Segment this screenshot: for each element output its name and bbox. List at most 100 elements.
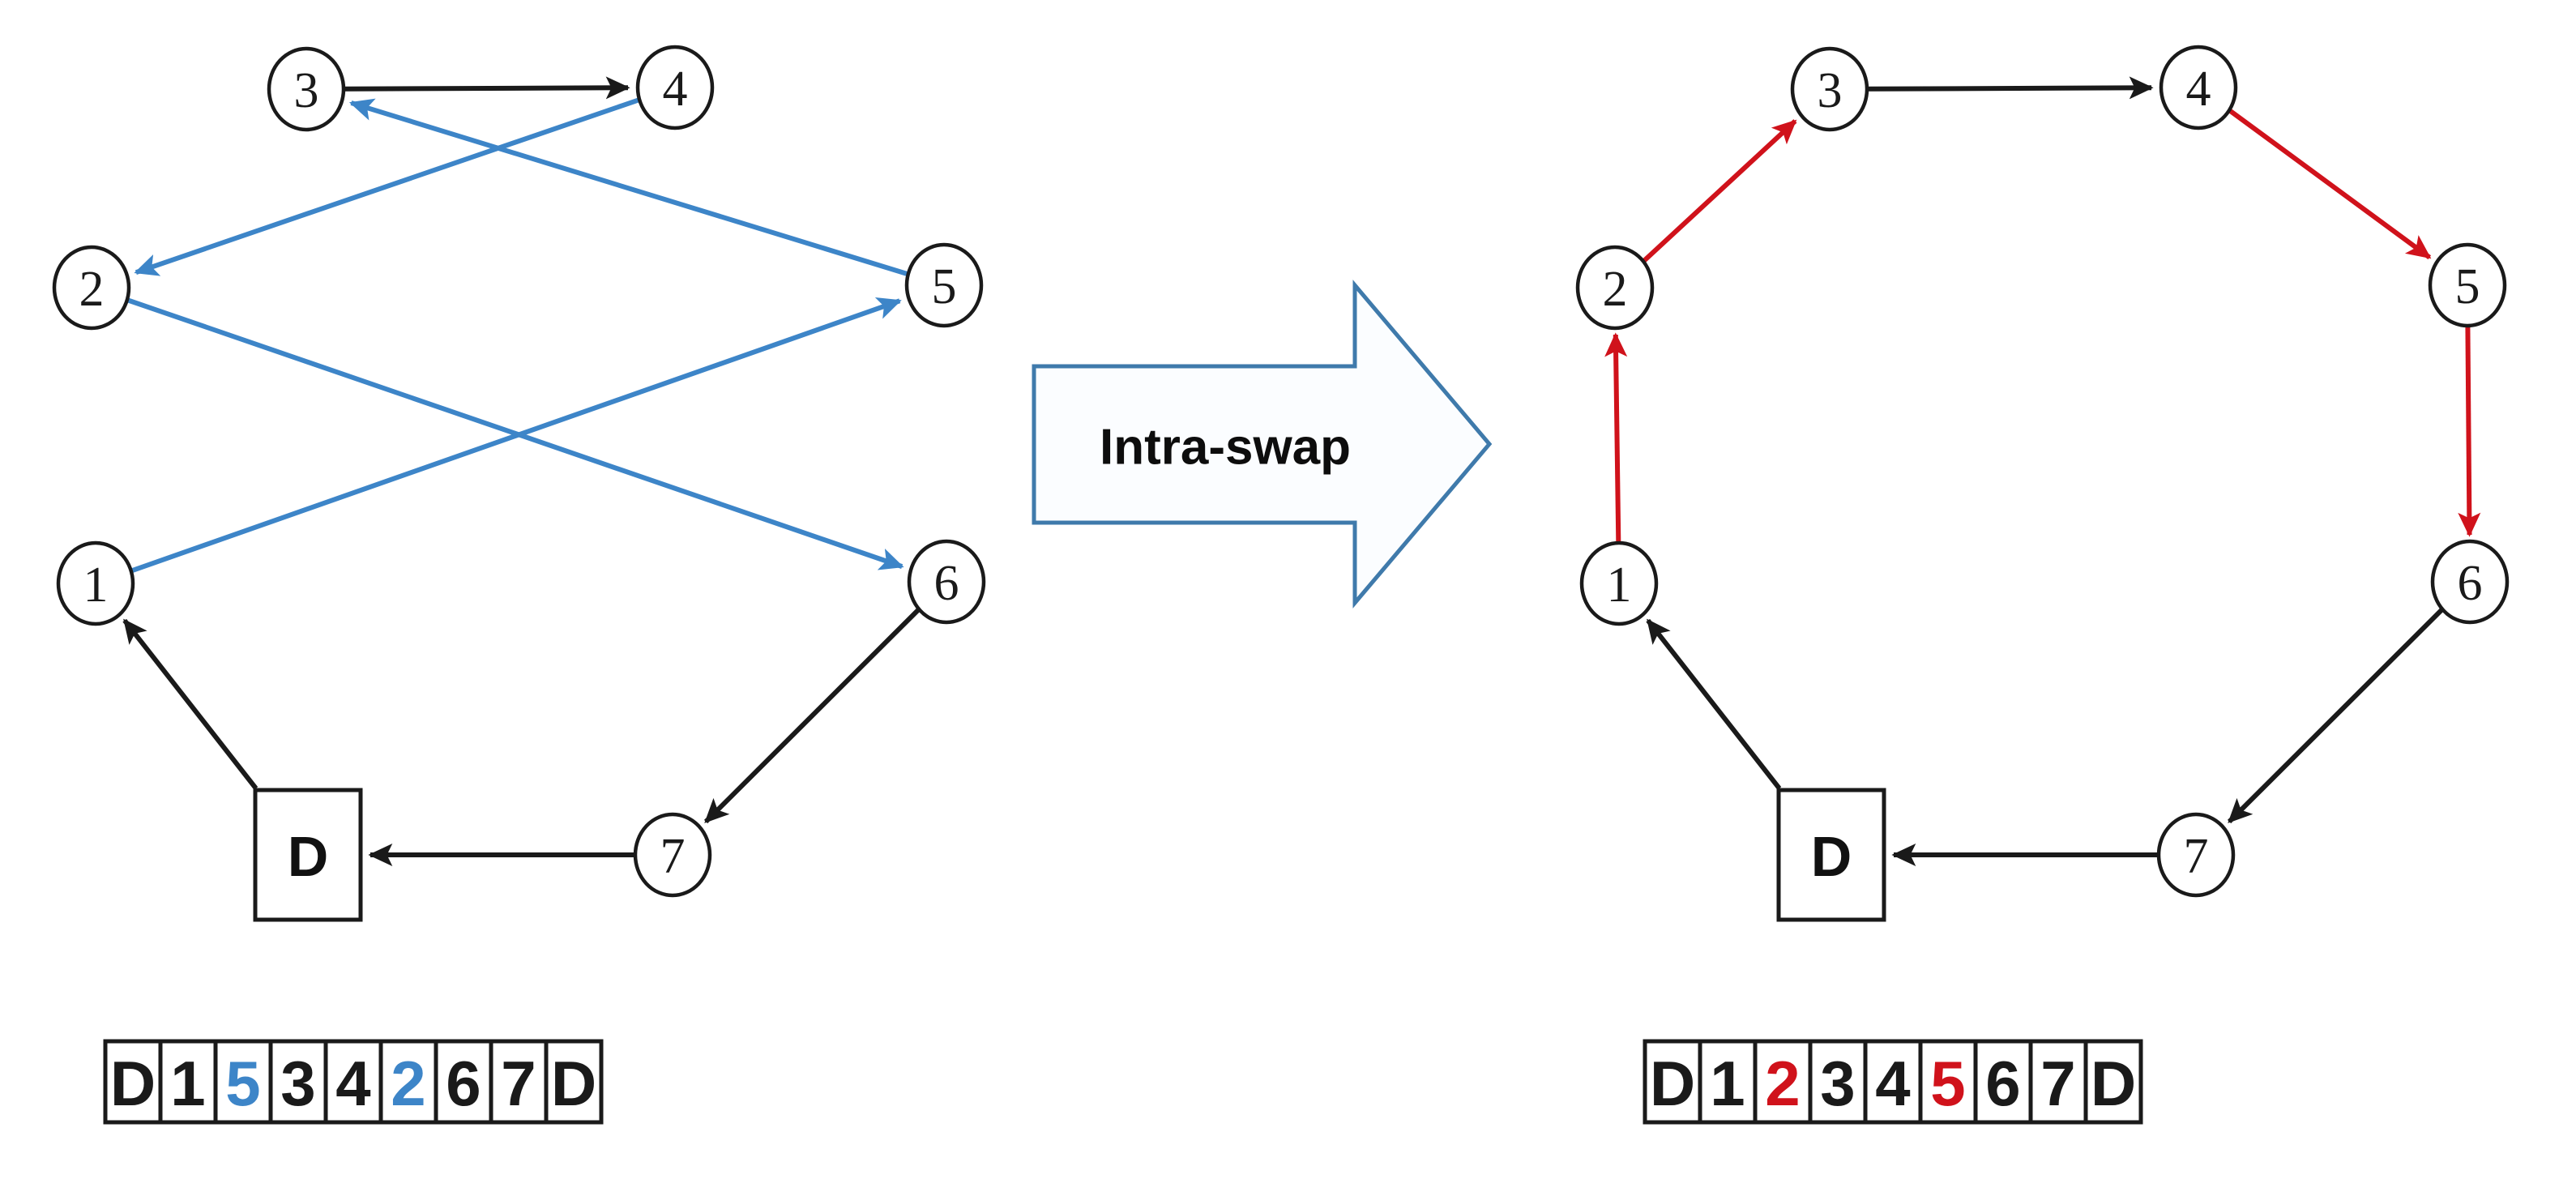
node-label: 6	[2458, 556, 2483, 611]
node-4: 4	[635, 45, 715, 130]
node-shape-circle	[1790, 46, 1869, 132]
sequence-cell-label: 3	[280, 1048, 315, 1119]
left-graph-nodes: 3 4 2 5 1 6 7 D	[52, 45, 986, 922]
sequence-cell: 4	[1863, 1039, 1923, 1125]
sequence-cell-label: 2	[391, 1048, 425, 1119]
node-D: D	[253, 788, 363, 922]
intra-swap-label: Intra-swap	[1100, 420, 1351, 476]
sequence-cell: 5	[1918, 1039, 1978, 1125]
right-graph-nodes: 3 4 2 5 1 6 7 D	[1575, 45, 2510, 922]
node-4: 4	[2159, 45, 2238, 130]
sequence-cell-label: 3	[1820, 1048, 1855, 1119]
node-shape-circle	[2156, 812, 2236, 898]
sequence-cell: 6	[434, 1039, 493, 1125]
sequence-cell-label: 6	[446, 1048, 481, 1119]
sequence-cell: 2	[378, 1039, 438, 1125]
sequence-cell-box	[544, 1039, 604, 1125]
node-label: 4	[2186, 62, 2211, 117]
sequence-cell: 7	[489, 1039, 549, 1125]
node-5: 5	[904, 242, 984, 328]
depot-label: D	[1811, 825, 1852, 888]
sequence-cell: 6	[1973, 1039, 2033, 1125]
node-shape-circle	[2159, 45, 2238, 130]
sequence-cell-box	[434, 1039, 493, 1125]
node-1: 1	[1579, 540, 1659, 626]
node-label: 3	[294, 63, 319, 118]
node-label: 6	[934, 556, 959, 611]
sequence-cell-label: 7	[2040, 1048, 2075, 1119]
left-graph-edges	[122, 76, 921, 867]
node-D: D	[1776, 788, 1886, 922]
sequence-cell: D	[2083, 1039, 2143, 1125]
node-label: 5	[2455, 259, 2480, 314]
node-label: 7	[660, 829, 686, 884]
node-2: 2	[52, 245, 131, 331]
node-label: 3	[1818, 63, 1843, 118]
node-shape-circle	[1579, 540, 1659, 626]
node-shape-circle	[904, 242, 984, 328]
depot-shape-square	[1776, 788, 1886, 922]
node-7: 7	[633, 812, 712, 898]
sequence-cell-box	[2083, 1039, 2143, 1125]
edge-5-to-6	[2458, 323, 2481, 537]
node-label: 1	[1607, 557, 1632, 613]
sequence-cell: 2	[1753, 1039, 1813, 1125]
sequence-cell-box	[158, 1039, 218, 1125]
node-label: 5	[932, 259, 957, 314]
edge-5-to-3	[348, 98, 908, 276]
node-label: 1	[83, 557, 109, 613]
sequence-cell-label: D	[551, 1048, 596, 1119]
sequence-cell-label: 7	[501, 1048, 536, 1119]
node-5: 5	[2428, 242, 2507, 328]
node-6: 6	[907, 539, 986, 625]
edge-6-to-7	[2227, 607, 2445, 824]
node-3: 3	[1790, 46, 1869, 132]
node-shape-circle	[52, 245, 131, 331]
sequence-cell: 7	[2028, 1039, 2088, 1125]
sequence-cell-label: D	[1650, 1048, 1695, 1119]
node-shape-circle	[2430, 539, 2510, 625]
edge-6-to-7	[703, 607, 921, 824]
sequence-cell-label: D	[110, 1048, 156, 1119]
sequence-cell-label: 5	[225, 1048, 260, 1119]
node-7: 7	[2156, 812, 2236, 898]
sequence-cell-box	[323, 1039, 383, 1125]
intra-swap-arrow: Intra-swap	[1032, 280, 1493, 609]
sequence-cell: 1	[158, 1039, 218, 1125]
sequence-cell: D	[1643, 1039, 1702, 1125]
node-shape-circle	[907, 539, 986, 625]
sequence-cell-label: 6	[1985, 1048, 2020, 1119]
sequence-cell-label: 5	[1930, 1048, 1965, 1119]
sequence-cell: 4	[323, 1039, 383, 1125]
right-graph-edges	[1604, 76, 2481, 867]
node-label: 2	[1603, 262, 1628, 317]
depot-shape-square	[253, 788, 363, 922]
edge-4-to-2	[134, 97, 639, 276]
edge-4-to-5	[2228, 109, 2432, 260]
sequence-cell: 3	[268, 1039, 328, 1125]
sequence-cell-label: 1	[170, 1048, 205, 1119]
edge-D-to-1	[122, 618, 258, 790]
node-3: 3	[267, 46, 346, 132]
sequence-cell-box	[1918, 1039, 1978, 1125]
sequence-cell: 3	[1808, 1039, 1868, 1125]
node-label: 4	[663, 62, 688, 117]
sequence-cell-box	[1863, 1039, 1923, 1125]
node-shape-circle	[267, 46, 346, 132]
sequence-cell-label: 4	[1875, 1048, 1910, 1119]
sequence-cell-label: 4	[335, 1048, 370, 1119]
node-shape-circle	[633, 812, 712, 898]
node-6: 6	[2430, 539, 2510, 625]
node-1: 1	[56, 540, 135, 626]
node-2: 2	[1575, 245, 1655, 331]
node-shape-circle	[635, 45, 715, 130]
node-shape-circle	[56, 540, 135, 626]
sequence-cell: 1	[1698, 1039, 1758, 1125]
edge-3-to-4	[1868, 76, 2154, 100]
node-shape-circle	[2428, 242, 2507, 328]
sequence-cell: D	[103, 1039, 163, 1125]
